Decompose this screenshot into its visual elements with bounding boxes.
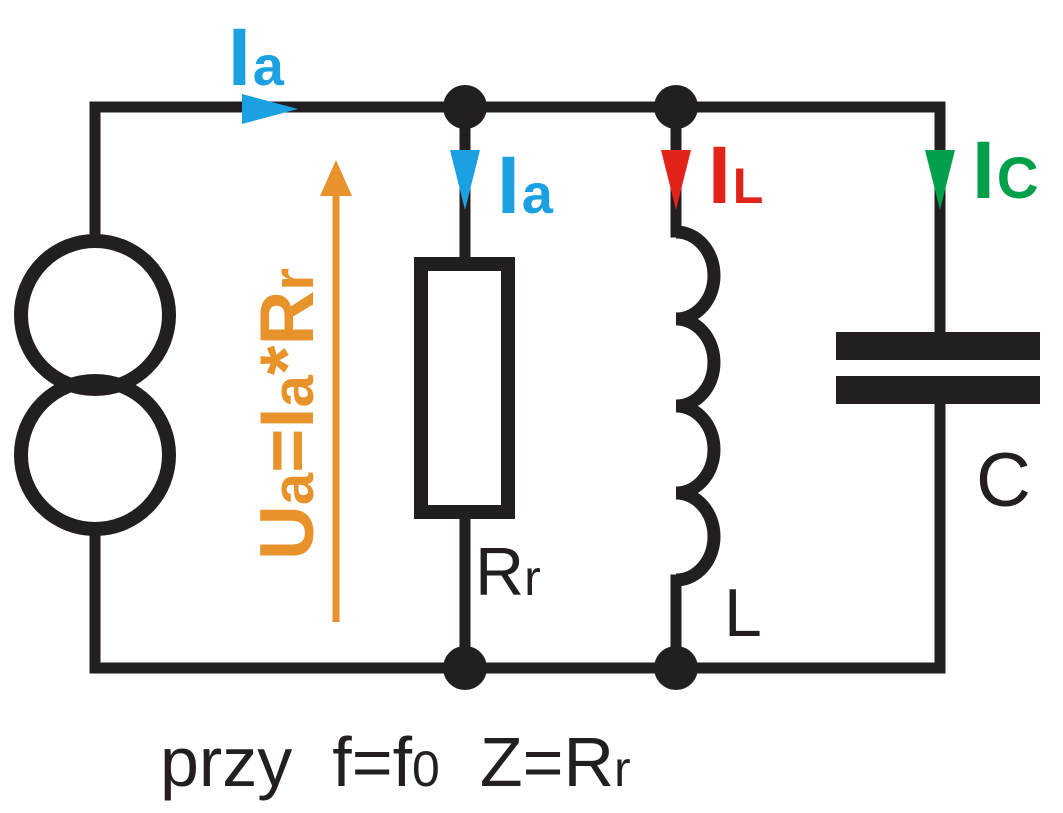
voltage-a2: a <box>261 374 326 407</box>
caption-z-eq-r: Z=R <box>480 723 614 801</box>
junctions <box>443 85 698 690</box>
resistor-icon <box>414 257 515 519</box>
capacitor-icon <box>836 332 1040 404</box>
capacitor-current-main: I <box>972 125 995 216</box>
capacitor-plate-bottom <box>836 376 1040 404</box>
inductor-label: L <box>724 575 762 651</box>
capacitor-current-arrow <box>925 150 955 210</box>
resistor-label-R: R <box>475 534 524 610</box>
caption-przy: przy <box>160 723 292 801</box>
source-current-main: I <box>228 12 251 103</box>
junction-bottom-right <box>654 646 698 690</box>
caption-f-eq-f: f=f <box>332 723 412 801</box>
caption: przy f=f0 Z=Rr <box>160 723 631 801</box>
voltage-r: r <box>261 268 326 291</box>
voltage-arrow-head <box>320 160 352 196</box>
voltage-arrow <box>320 160 352 622</box>
inductor-current-sub: L <box>733 158 764 214</box>
current-source-icon <box>14 234 176 536</box>
junction-bottom-left <box>443 646 487 690</box>
resistor-current-arrow <box>450 150 480 210</box>
caption-r-sub: r <box>614 741 631 797</box>
source-current-label: Ia <box>228 12 285 103</box>
resistor-label-r: r <box>524 550 541 606</box>
current-source-circle-top <box>14 234 176 396</box>
junction-top-right <box>654 85 698 129</box>
resistor-current-label: Ia <box>497 140 554 231</box>
source-current-arrow <box>242 94 298 124</box>
voltage-eq-I: =I <box>245 407 330 473</box>
capacitor-plate-top <box>836 332 1040 360</box>
current-source-circle-bottom <box>14 374 176 536</box>
voltage-a1: a <box>261 472 326 505</box>
inductor-icon <box>675 225 721 587</box>
caption-f-sub: 0 <box>412 741 440 797</box>
voltage-U: U <box>245 505 330 560</box>
junction-top-left <box>443 85 487 129</box>
voltage-mul-R: *R <box>245 291 330 375</box>
capacitor-current-sub: C <box>997 146 1039 211</box>
inductor-current-arrow <box>661 150 691 210</box>
inductor-current-main: I <box>708 130 731 221</box>
capacitor-current-label: IC <box>972 125 1039 216</box>
resistor-label: Rr <box>475 534 541 610</box>
inductor-current-label: IL <box>708 130 763 221</box>
resistor-current-main: I <box>497 140 520 231</box>
resistor-current-sub: a <box>522 162 554 225</box>
voltage-label: Ua=Ia*Rr <box>245 268 330 560</box>
capacitor-label: C <box>976 438 1031 523</box>
source-current-sub: a <box>253 34 285 97</box>
